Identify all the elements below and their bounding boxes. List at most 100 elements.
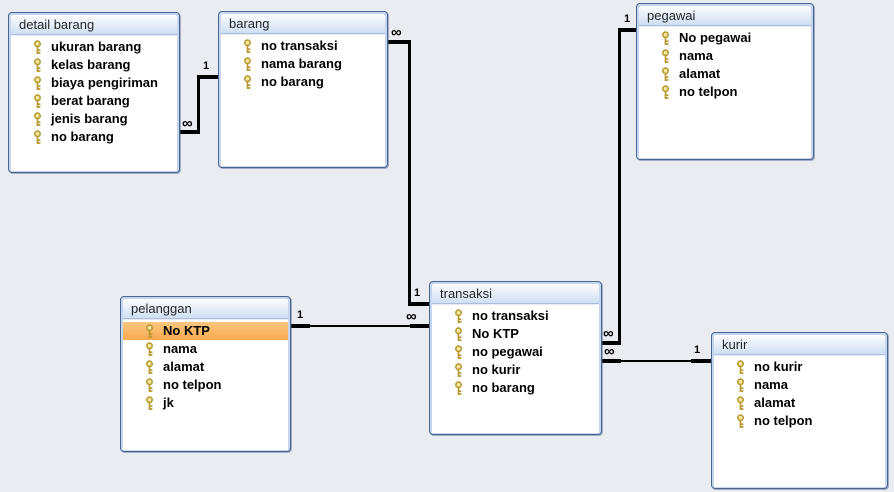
primary-key-icon [735,360,746,375]
field-row-transaksi-no-pegawai[interactable]: no pegawai [432,343,599,361]
relationship-line-pelanggan-transaksi[interactable] [291,324,310,328]
field-row-kurir-no-telpon[interactable]: no telpon [714,412,885,430]
field-name: nama [754,377,788,392]
cardinality-label-many-detailbarang-barang: ∞ [182,115,193,132]
relationship-line-kurir-transaksi[interactable] [621,360,692,362]
field-row-detail-barang-biaya-pengiriman[interactable]: biaya pengiriman [11,74,177,92]
relationship-line-pegawai-transaksi[interactable] [618,28,636,32]
table-barang[interactable]: barang no transaksi nama barang no baran… [218,11,388,168]
field-row-detail-barang-jenis-barang[interactable]: jenis barang [11,110,177,128]
field-row-pelanggan-alamat[interactable]: alamat [123,358,288,376]
relationship-line-detailbarang-barang[interactable] [199,75,218,79]
primary-key-icon [32,94,43,109]
field-name: jenis barang [51,111,128,126]
field-name: no transaksi [261,38,338,53]
cardinality-label-one-detailbarang-barang: 1 [203,60,210,72]
table-field-list: no transaksi nama barang no barang [221,34,385,166]
relationship-line-detailbarang-barang[interactable] [180,130,199,134]
field-name: biaya pengiriman [51,75,158,90]
table-kurir[interactable]: kurir no kurir nama alamat [711,332,888,489]
field-row-transaksi-no-barang[interactable]: no barang [432,379,599,397]
primary-key-icon [660,85,671,100]
field-row-pegawai-nama[interactable]: nama [639,47,811,65]
field-row-transaksi-no-ktp[interactable]: No KTP [432,325,599,343]
field-row-pelanggan-no-ktp[interactable]: No KTP [123,322,288,340]
table-pegawai[interactable]: pegawai No pegawai nama alamat [636,3,814,160]
primary-key-icon [660,31,671,46]
cardinality-label-many-pegawai-transaksi: ∞ [603,325,614,342]
relationship-line-pegawai-transaksi[interactable] [618,28,621,345]
field-row-barang-nama-barang[interactable]: nama barang [221,55,385,73]
relationship-line-pelanggan-transaksi[interactable] [410,324,429,328]
field-name: no kurir [472,362,521,377]
field-row-pegawai-no-pegawai[interactable]: No pegawai [639,29,811,47]
relationship-line-kurir-transaksi[interactable] [691,359,711,363]
relationship-line-barang-transaksi[interactable] [388,40,411,44]
table-field-list: No KTP nama alamat no telpon [123,319,288,450]
relationship-line-pegawai-transaksi[interactable] [602,341,621,345]
field-row-pegawai-alamat[interactable]: alamat [639,65,811,83]
field-name: no barang [472,380,535,395]
field-row-detail-barang-ukuran-barang[interactable]: ukuran barang [11,38,177,56]
table-pelanggan[interactable]: pelanggan No KTP nama alamat [120,296,291,452]
field-row-transaksi-no-transaksi[interactable]: no transaksi [432,307,599,325]
field-row-barang-no-transaksi[interactable]: no transaksi [221,37,385,55]
field-name: no telpon [754,413,813,428]
primary-key-icon [660,67,671,82]
primary-key-icon [242,39,253,54]
field-name: no transaksi [472,308,549,323]
primary-key-icon [242,57,253,72]
relationship-line-kurir-transaksi[interactable] [602,359,621,363]
field-name: alamat [679,66,721,81]
primary-key-icon [144,324,155,339]
table-title-pegawai[interactable]: pegawai [639,6,811,26]
table-title-transaksi[interactable]: transaksi [432,284,599,304]
relationship-line-barang-transaksi[interactable] [408,302,429,306]
field-name: no barang [51,129,114,144]
table-transaksi[interactable]: transaksi no transaksi No KTP no pegawai [429,281,602,435]
field-row-kurir-alamat[interactable]: alamat [714,394,885,412]
field-name: No pegawai [679,30,752,45]
field-row-barang-no-barang[interactable]: no barang [221,73,385,91]
field-row-detail-barang-no-barang[interactable]: no barang [11,128,177,146]
field-row-kurir-no-kurir[interactable]: no kurir [714,358,885,376]
primary-key-icon [453,381,464,396]
primary-key-icon [32,130,43,145]
field-row-pegawai-no-telpon[interactable]: no telpon [639,83,811,101]
field-row-pelanggan-nama[interactable]: nama [123,340,288,358]
table-title-detail-barang[interactable]: detail barang [11,15,177,35]
field-name: kelas barang [51,57,131,72]
primary-key-icon [242,75,253,90]
primary-key-icon [32,40,43,55]
relationship-line-pelanggan-transaksi[interactable] [310,325,411,327]
field-name: no kurir [754,359,803,374]
relationship-line-detailbarang-barang[interactable] [197,75,200,134]
primary-key-icon [735,396,746,411]
field-row-detail-barang-kelas-barang[interactable]: kelas barang [11,56,177,74]
table-title-kurir[interactable]: kurir [714,335,885,355]
field-name: No KTP [163,323,210,338]
field-name: nama barang [261,56,342,71]
field-row-transaksi-no-kurir[interactable]: no kurir [432,361,599,379]
field-row-kurir-nama[interactable]: nama [714,376,885,394]
field-row-detail-barang-berat-barang[interactable]: berat barang [11,92,177,110]
field-row-pelanggan-no-telpon[interactable]: no telpon [123,376,288,394]
primary-key-icon [144,378,155,393]
cardinality-label-many-kurir-transaksi: ∞ [604,343,615,360]
field-name: nama [163,341,197,356]
field-name: no barang [261,74,324,89]
primary-key-icon [32,112,43,127]
cardinality-label-one-barang-transaksi: 1 [414,287,421,299]
field-name: No KTP [472,326,519,341]
cardinality-label-one-pelanggan-transaksi: 1 [297,309,304,321]
table-title-pelanggan[interactable]: pelanggan [123,299,288,319]
table-field-list: ukuran barang kelas barang biaya pengiri… [11,35,177,171]
field-row-pelanggan-jk[interactable]: jk [123,394,288,412]
table-field-list: No pegawai nama alamat no telpon [639,26,811,158]
table-title-barang[interactable]: barang [221,14,385,34]
field-name: ukuran barang [51,39,142,54]
table-detail-barang[interactable]: detail barang ukuran barang kelas barang… [8,12,180,173]
relationship-line-barang-transaksi[interactable] [408,40,411,306]
primary-key-icon [453,309,464,324]
